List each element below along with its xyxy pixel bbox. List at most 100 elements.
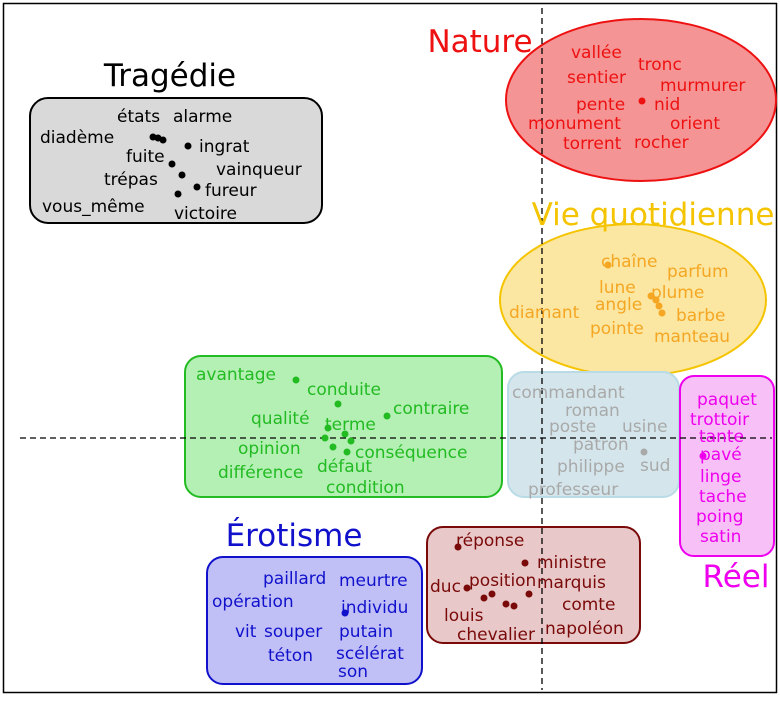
point [454,543,462,551]
point [525,590,533,598]
group-nature: vallée tronc sentier murmurer pente nid … [528,43,745,154]
word-label: chevalier [457,625,535,645]
word-label: ministre [537,553,606,573]
word-label: terme [325,415,376,435]
word-label: linge [700,467,741,487]
word-label: nid [654,95,680,115]
word-label: comte [562,595,615,615]
word-label: commandant [512,383,625,403]
word-label: angle [595,295,642,315]
word-label: sud [640,456,670,476]
group-title-reel: Réel [703,559,770,595]
word-label: avantage [196,365,276,385]
point [292,376,300,384]
word-label: napoléon [545,619,624,639]
point [324,424,332,432]
group-vie-quotidienne: chaîne parfum lune plume angle diamant b… [509,252,730,347]
point [168,160,176,168]
word-label: position [469,571,536,591]
group-title-erotisme: Érotisme [226,518,363,554]
point [334,400,342,408]
point [510,602,518,610]
point [640,448,648,456]
word-label: barbe [676,306,725,326]
word-label: paillard [263,569,326,589]
group-title-vie: Vie quotidienne [532,197,775,233]
word-label: torrent [563,134,622,154]
point [159,136,167,144]
word-label: sentier [567,68,626,88]
word-label: souper [264,622,322,642]
contraire-box [184,355,503,498]
word-label: diadème [40,128,114,148]
tragedie-box [29,97,323,224]
group-erotisme: paillard meurtre opération individu vit … [212,569,408,682]
word-label: scélérat [336,644,404,664]
word-label: poste [549,417,596,437]
point [655,302,663,310]
word-label: ingrat [199,137,250,157]
word-label: trépas [104,170,158,190]
word-label: états [117,107,160,127]
word-label: son [338,662,368,682]
point [383,412,391,420]
word-label: pointe [590,319,644,339]
point [699,452,707,460]
word-label: usine [622,417,668,437]
word-label: opération [212,592,294,612]
point [521,559,529,567]
word-label: conduite [307,380,381,400]
word-label: putain [339,622,393,642]
point [647,292,655,300]
group-tragedie: états alarme diadème ingrat fuite vainqu… [40,107,302,224]
point [341,609,349,617]
word-label: poing [696,507,743,527]
group-reel: paquet trottoir tante pavé linge tache p… [690,390,757,547]
word-label: contraire [393,399,469,419]
word-label: lune [599,278,636,298]
word-label: différence [218,463,303,483]
point [604,261,612,269]
word-label: défaut [317,457,372,477]
word-label: trottoir [690,410,749,430]
word-label: vit [235,622,257,642]
word-label: parfum [667,262,729,282]
word-label: meurtre [339,571,408,591]
word-label: téton [268,646,313,666]
word-label: satin [700,527,741,547]
word-label: monument [528,114,621,134]
word-label: conséquence [355,443,467,463]
word-label: alarme [173,107,232,127]
group-green: avantage conduite contraire qualité term… [196,365,469,498]
word-label: vous_même [42,197,145,217]
point [638,97,646,105]
word-label: fuite [126,147,165,167]
word-label: murmurer [660,76,745,96]
point [488,590,496,598]
word-label: louis [444,606,484,626]
word-label: vainqueur [216,160,302,180]
point [174,190,182,198]
word-label: pavé [700,445,742,465]
word-label: roman [565,401,620,421]
word-label: manteau [654,327,730,347]
point [341,430,349,438]
point [658,309,666,317]
word-label: patron [573,435,629,455]
point [652,296,660,304]
word-label: réponse [456,531,524,551]
word-label: opinion [238,439,301,459]
word-label: chaîne [601,252,658,272]
reel-box [679,375,775,557]
word-label: orient [670,114,720,134]
word-label: pente [576,95,625,115]
point [347,437,355,445]
point [463,584,471,592]
group-gray: commandant roman poste usine patron phil… [512,383,670,500]
word-label: tache [699,487,747,507]
point [184,142,192,150]
point [193,183,201,191]
word-label: condition [326,478,405,498]
